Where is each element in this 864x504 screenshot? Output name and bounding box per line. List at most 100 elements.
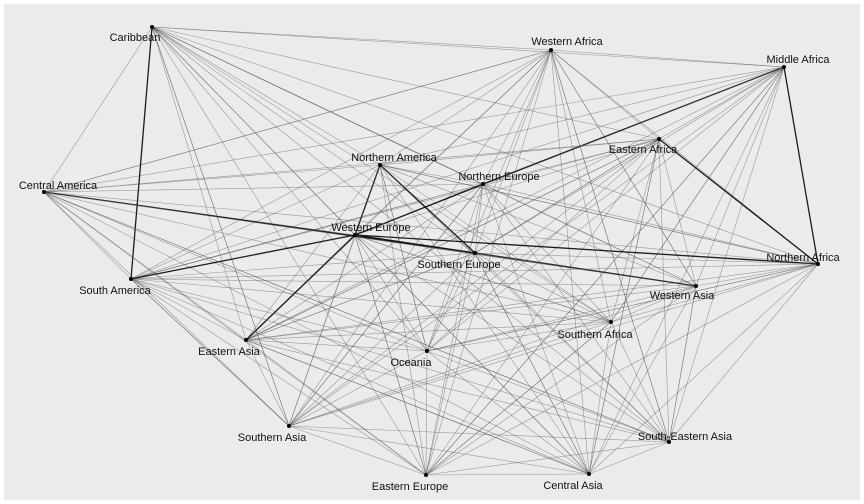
edge-northern-africa-south-america (130, 263, 819, 280)
edge-northern-europe-northern-africa (482, 183, 819, 265)
edge-eastern-africa-south-america (130, 138, 660, 280)
edge-southern-asia-central-asia (288, 425, 590, 475)
edge-middle-africa-eastern-asia (245, 66, 785, 341)
node-label: Central Asia (543, 480, 603, 492)
edge-western-africa-eastern-europe (425, 49, 552, 476)
edge-eastern-asia-oceania (245, 339, 428, 352)
edge-south-america-southern-africa (130, 278, 612, 323)
edge-southern-europe-southern-africa (474, 252, 612, 323)
edge-middle-africa-southern-africa (610, 66, 785, 323)
edge-caribbean-eastern-europe (151, 26, 427, 476)
edge-caribbean-southern-europe (151, 26, 476, 254)
edge-caribbean-eastern-africa (151, 26, 660, 140)
node-northern-africa: Northern Africa (766, 252, 841, 266)
edge-middle-africa-eastern-europe (425, 66, 785, 476)
edge-southern-asia-eastern-europe (288, 425, 427, 476)
edge-western-asia-oceania (426, 285, 697, 352)
edge-western-asia-central-asia (588, 285, 697, 475)
edge-eastern-africa-southern-asia (288, 138, 660, 427)
edge-eastern-africa-central-america (43, 138, 660, 193)
edge-northern-europe-oceania (426, 183, 484, 352)
edge-western-africa-south-eastern-asia (550, 49, 670, 443)
edge-western-europe-eastern-asia (245, 234, 356, 341)
node-dot (244, 338, 248, 342)
edge-caribbean-middle-africa (151, 26, 785, 68)
node-label: Southern Africa (557, 329, 633, 341)
node-label: Caribbean (110, 32, 161, 44)
node-dot (609, 320, 613, 324)
edge-middle-africa-northern-america (379, 66, 785, 166)
edge-middle-africa-south-eastern-asia (668, 66, 785, 443)
edge-western-europe-oceania (354, 234, 428, 352)
edge-northern-africa-western-asia (695, 263, 819, 287)
node-label: Oceania (391, 357, 433, 369)
edge-central-america-northern-africa (43, 191, 819, 265)
edge-western-africa-northern-europe (482, 49, 552, 185)
edge-northern-america-oceania (379, 164, 428, 352)
edge-western-europe-northern-africa (354, 234, 819, 265)
node-label: Northern Africa (766, 252, 840, 264)
node-label: Eastern Asia (198, 346, 261, 358)
node-dot (42, 190, 46, 194)
node-southern-europe: Southern Europe (417, 251, 501, 271)
edge-eastern-africa-western-europe (354, 138, 660, 236)
edge-western-africa-central-asia (550, 49, 590, 475)
node-label: Middle Africa (767, 54, 831, 66)
edge-western-asia-southern-asia (288, 285, 697, 427)
node-central-america: Central America (19, 180, 98, 194)
edge-western-europe-southern-asia (288, 234, 356, 427)
edge-oceania-eastern-europe (425, 350, 428, 476)
edge-middle-africa-eastern-africa (658, 66, 785, 140)
node-dot (287, 424, 291, 428)
edge-northern-africa-eastern-europe (425, 263, 819, 476)
node-label: Southern Asia (238, 432, 307, 444)
edge-eastern-africa-western-asia (658, 138, 697, 287)
node-dot (473, 251, 477, 255)
edge-southern-africa-eastern-europe (425, 321, 612, 476)
edge-south-america-central-asia (130, 278, 590, 475)
edge-northern-europe-southern-europe (474, 183, 484, 254)
edge-western-asia-south-eastern-asia (668, 285, 697, 443)
edge-southern-asia-south-eastern-asia (288, 425, 670, 443)
edge-eastern-asia-southern-asia (245, 339, 290, 427)
node-southern-africa: Southern Africa (557, 320, 633, 341)
edge-eastern-africa-oceania (426, 138, 660, 352)
edge-eastern-asia-central-asia (245, 339, 590, 475)
edge-northern-europe-southern-africa (482, 183, 612, 323)
edges-layer (43, 26, 819, 476)
edge-western-europe-south-eastern-asia (354, 234, 670, 443)
edge-caribbean-south-eastern-asia (151, 26, 670, 443)
edge-central-america-eastern-europe (43, 191, 427, 476)
edge-northern-europe-south-america (130, 183, 484, 280)
edge-eastern-africa-south-eastern-asia (658, 138, 670, 443)
node-eastern-europe: Eastern Europe (372, 473, 448, 493)
edge-southern-africa-south-eastern-asia (610, 321, 670, 443)
node-dot (816, 262, 820, 266)
edge-southern-africa-central-asia (588, 321, 612, 475)
edge-southern-europe-western-asia (474, 252, 697, 287)
edge-western-asia-eastern-asia (245, 285, 697, 341)
node-dot (150, 25, 154, 29)
node-northern-europe: Northern Europe (458, 171, 540, 186)
node-dot (378, 163, 382, 167)
edge-southern-europe-eastern-europe (425, 252, 476, 476)
node-middle-africa: Middle Africa (767, 54, 831, 69)
node-dot (549, 48, 553, 52)
node-western-asia: Western Asia (650, 284, 715, 302)
edge-oceania-south-eastern-asia (426, 350, 670, 443)
node-label: Western Africa (531, 36, 603, 48)
edge-eastern-africa-northern-africa (658, 138, 819, 265)
edge-caribbean-eastern-asia (151, 26, 247, 341)
edge-middle-africa-oceania (426, 66, 785, 352)
edge-western-europe-central-asia (354, 234, 590, 475)
edge-northern-america-eastern-asia (245, 164, 381, 341)
node-label: South-Eastern Asia (638, 431, 733, 443)
edge-southern-europe-south-eastern-asia (474, 252, 670, 443)
node-label: Central America (19, 180, 98, 192)
edge-middle-africa-western-asia (695, 66, 785, 287)
edge-middle-africa-south-america (130, 66, 785, 280)
edge-south-america-south-eastern-asia (130, 278, 670, 443)
edge-caribbean-oceania (151, 26, 428, 352)
